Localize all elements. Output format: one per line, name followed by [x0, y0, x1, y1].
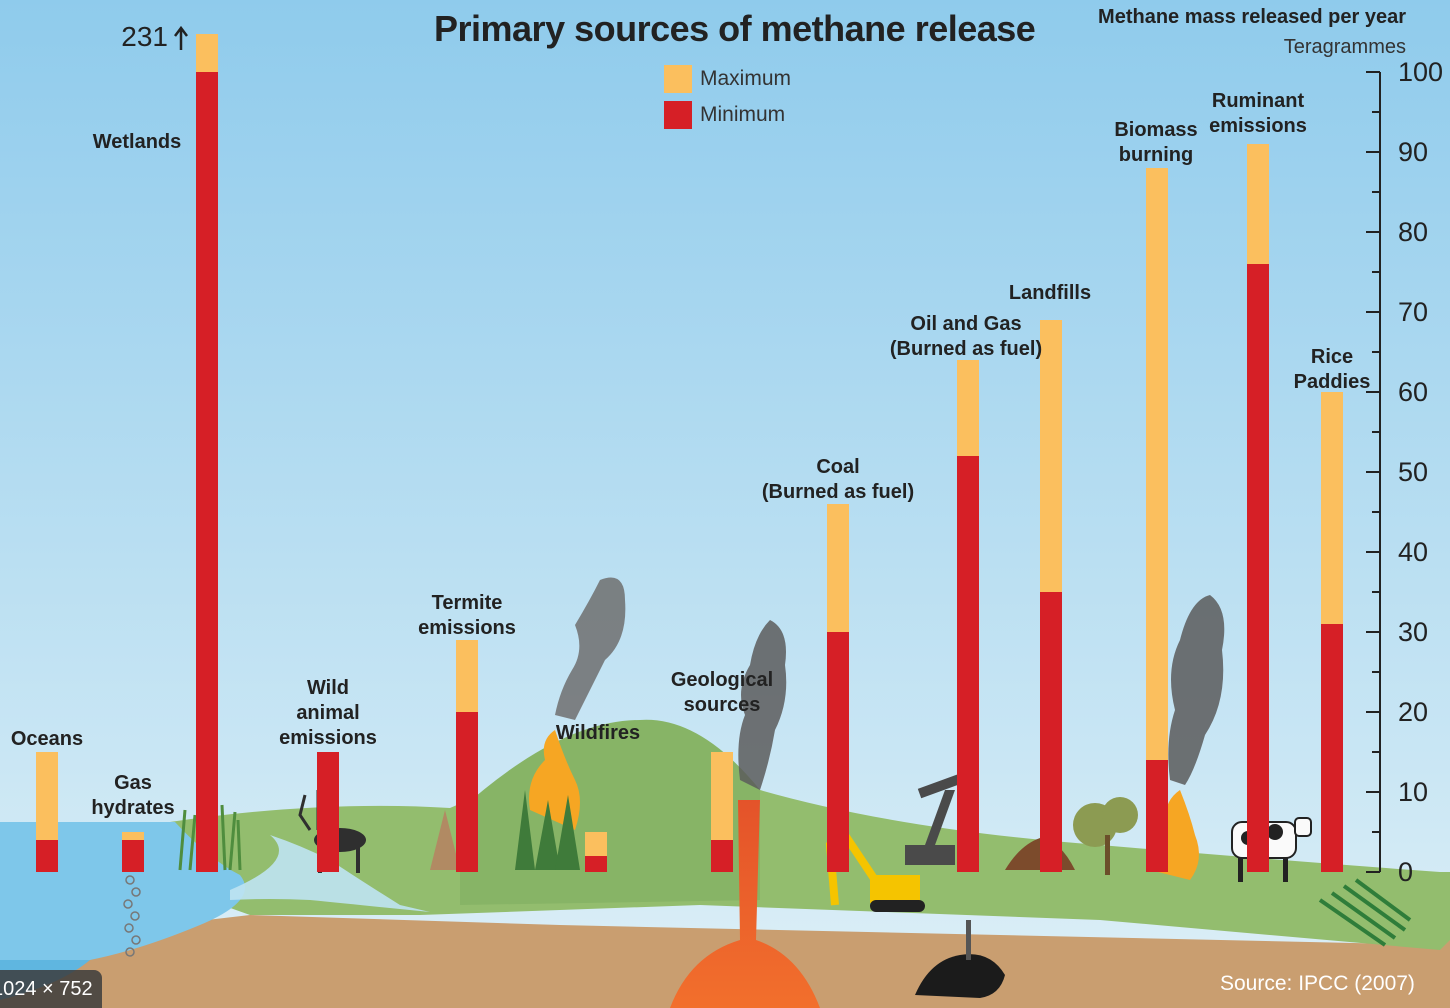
bar-minimum-oil-and-gas-burned-as-fuel — [957, 456, 979, 872]
bar-minimum-coal-burned-as-fuel — [827, 632, 849, 872]
y-tick-label: 20 — [1398, 697, 1428, 727]
y-tick-label: 80 — [1398, 217, 1428, 247]
shrub-trees — [1073, 797, 1138, 875]
bar-minimum-biomass-burning — [1146, 760, 1168, 872]
ocean-water — [0, 822, 245, 960]
chart-title: Primary sources of methane release — [434, 8, 1036, 49]
pump-jack-icon — [905, 771, 969, 865]
legend-swatch-maximum — [664, 65, 692, 93]
bar-maximum-biomass-burning — [1146, 168, 1168, 872]
y-tick-label: 0 — [1398, 857, 1413, 887]
y-axis: 0 10 20 30 40 50 60 70 80 90 100 — [1366, 57, 1443, 887]
bar-minimum-ruminant-emissions — [1247, 264, 1269, 872]
legend-label-minimum: Minimum — [700, 103, 786, 126]
y-tick-label: 70 — [1398, 297, 1428, 327]
y-tick-label: 40 — [1398, 537, 1428, 567]
category-label: Oil and Gas(Burned as fuel) — [890, 313, 1042, 360]
smoke-wildfire — [555, 577, 626, 720]
y-tick-label: 30 — [1398, 617, 1428, 647]
category-label: Wetlands — [93, 131, 182, 153]
category-label: Coal(Burned as fuel) — [762, 456, 914, 503]
y-tick-label: 100 — [1398, 57, 1443, 87]
forest-trees — [515, 790, 580, 870]
hill — [460, 719, 760, 905]
river — [230, 835, 430, 912]
legend-label-maximum: Maximum — [700, 67, 792, 90]
termite-mound — [430, 810, 460, 870]
bar-minimum-termite-emissions — [456, 712, 478, 872]
wetland-grass — [178, 804, 242, 871]
overflow-indicator: 231 — [121, 21, 188, 52]
source-credit: Source: IPCC (2007) — [1220, 972, 1415, 995]
image-dimensions-badge: 1024 × 752 — [0, 970, 102, 1008]
bar-minimum-gas-hydrates — [122, 840, 144, 872]
axis-unit: Teragrammes — [1283, 36, 1406, 58]
bars-group — [36, 34, 1343, 872]
legend-item-maximum: Maximum — [664, 65, 791, 93]
bar-minimum-wildfires — [585, 856, 607, 872]
bar-minimum-geological-sources — [711, 840, 733, 872]
smoke-biomass — [1168, 595, 1225, 785]
bar-minimum-rice-paddies — [1321, 624, 1343, 872]
overflow-value-label: 231 — [121, 21, 168, 52]
smoke-geological — [738, 620, 787, 790]
axis-title: Methane mass released per year — [1098, 6, 1406, 28]
gas-hydrate-bubbles — [123, 875, 141, 957]
oil-pipe — [966, 920, 971, 960]
category-label: Wildfires — [556, 722, 640, 744]
overflow-arrow-icon — [174, 25, 188, 50]
category-label: Landfills — [1009, 282, 1091, 304]
y-tick-label: 60 — [1398, 377, 1428, 407]
bar-minimum-wetlands — [196, 72, 218, 872]
rice-paddies-icon — [1318, 878, 1412, 947]
bar-minimum-landfills — [1040, 592, 1062, 872]
category-label: Oceans — [11, 728, 83, 750]
bar-minimum-oceans — [36, 840, 58, 872]
volcano-magma — [670, 800, 820, 1008]
bar-minimum-wild-animal-emissions — [317, 752, 339, 872]
y-tick-label: 90 — [1398, 137, 1428, 167]
oil-reservoir — [915, 954, 1005, 998]
legend-item-minimum: Minimum — [664, 101, 785, 129]
y-tick-label: 50 — [1398, 457, 1428, 487]
legend-swatch-minimum — [664, 101, 692, 129]
y-tick-label: 10 — [1398, 777, 1428, 807]
excavator-icon — [825, 829, 925, 912]
